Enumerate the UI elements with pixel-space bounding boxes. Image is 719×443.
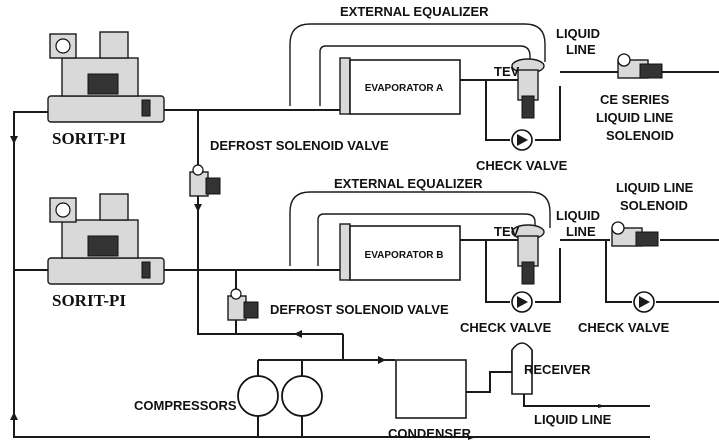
check-valve-b	[511, 291, 533, 313]
compressor-1	[237, 375, 279, 417]
external-equalizer-b	[289, 191, 551, 266]
defrost-solenoid-b	[227, 288, 259, 321]
tev-b-label: TEV	[494, 224, 520, 239]
evaporator-b-label: EVAPORATOR B	[365, 250, 444, 261]
tev-valve-b	[511, 224, 545, 285]
evaporator-b: EVAPORATOR B	[339, 223, 486, 281]
condenser	[395, 359, 467, 419]
liquid-line-mid-label-2: LINE	[566, 224, 596, 239]
ce-series-label-3: SOLENOID	[606, 128, 674, 143]
sorit-pi-a	[47, 31, 165, 123]
liquid-line-top-label-1: LIQUID	[556, 26, 600, 41]
liquid-line-top-label-2: LINE	[566, 42, 596, 57]
tev-a-label: TEV	[494, 64, 520, 79]
ce-series-solenoid	[617, 53, 663, 79]
defrost-valve-b-label: DEFROST SOLENOID VALVE	[270, 302, 449, 317]
ce-series-label-1: CE SERIES	[600, 92, 670, 107]
receiver	[511, 342, 533, 395]
external-equalizer-b-label: EXTERNAL EQUALIZER	[334, 176, 483, 191]
flow-arrows	[10, 136, 606, 440]
liquid-line-bottom-label: LIQUID LINE	[534, 412, 612, 427]
sorit-pi-a-label: SORIT-PI	[52, 129, 126, 148]
check-valve-b-label: CHECK VALVE	[460, 320, 552, 335]
liquid-line-solenoid-label-2: SOLENOID	[620, 198, 688, 213]
piping	[13, 71, 719, 438]
liquid-line-solenoid	[611, 221, 659, 247]
check-valve-c-label: CHECK VALVE	[578, 320, 670, 335]
compressors-label: COMPRESSORS	[134, 398, 237, 413]
tev-valve-a	[511, 58, 545, 119]
compressor-2	[281, 375, 323, 417]
check-valve-c	[633, 291, 655, 313]
evaporator-a: EVAPORATOR A	[339, 57, 486, 115]
external-equalizer-a	[289, 23, 546, 106]
receiver-label: RECEIVER	[524, 362, 591, 377]
sorit-pi-b	[47, 193, 165, 285]
liquid-line-mid-label-1: LIQUID	[556, 208, 600, 223]
condenser-label: CONDENSER	[388, 426, 472, 441]
evaporator-a-label: EVAPORATOR A	[365, 83, 444, 94]
defrost-valve-a-label: DEFROST SOLENOID VALVE	[210, 138, 389, 153]
check-valve-a-label: CHECK VALVE	[476, 158, 568, 173]
liquid-line-solenoid-label-1: LIQUID LINE	[616, 180, 694, 195]
check-valve-a	[511, 129, 533, 151]
sorit-pi-b-label: SORIT-PI	[52, 291, 126, 310]
external-equalizer-a-label: EXTERNAL EQUALIZER	[340, 4, 489, 19]
defrost-solenoid-a	[189, 164, 221, 197]
ce-series-label-2: LIQUID LINE	[596, 110, 674, 125]
